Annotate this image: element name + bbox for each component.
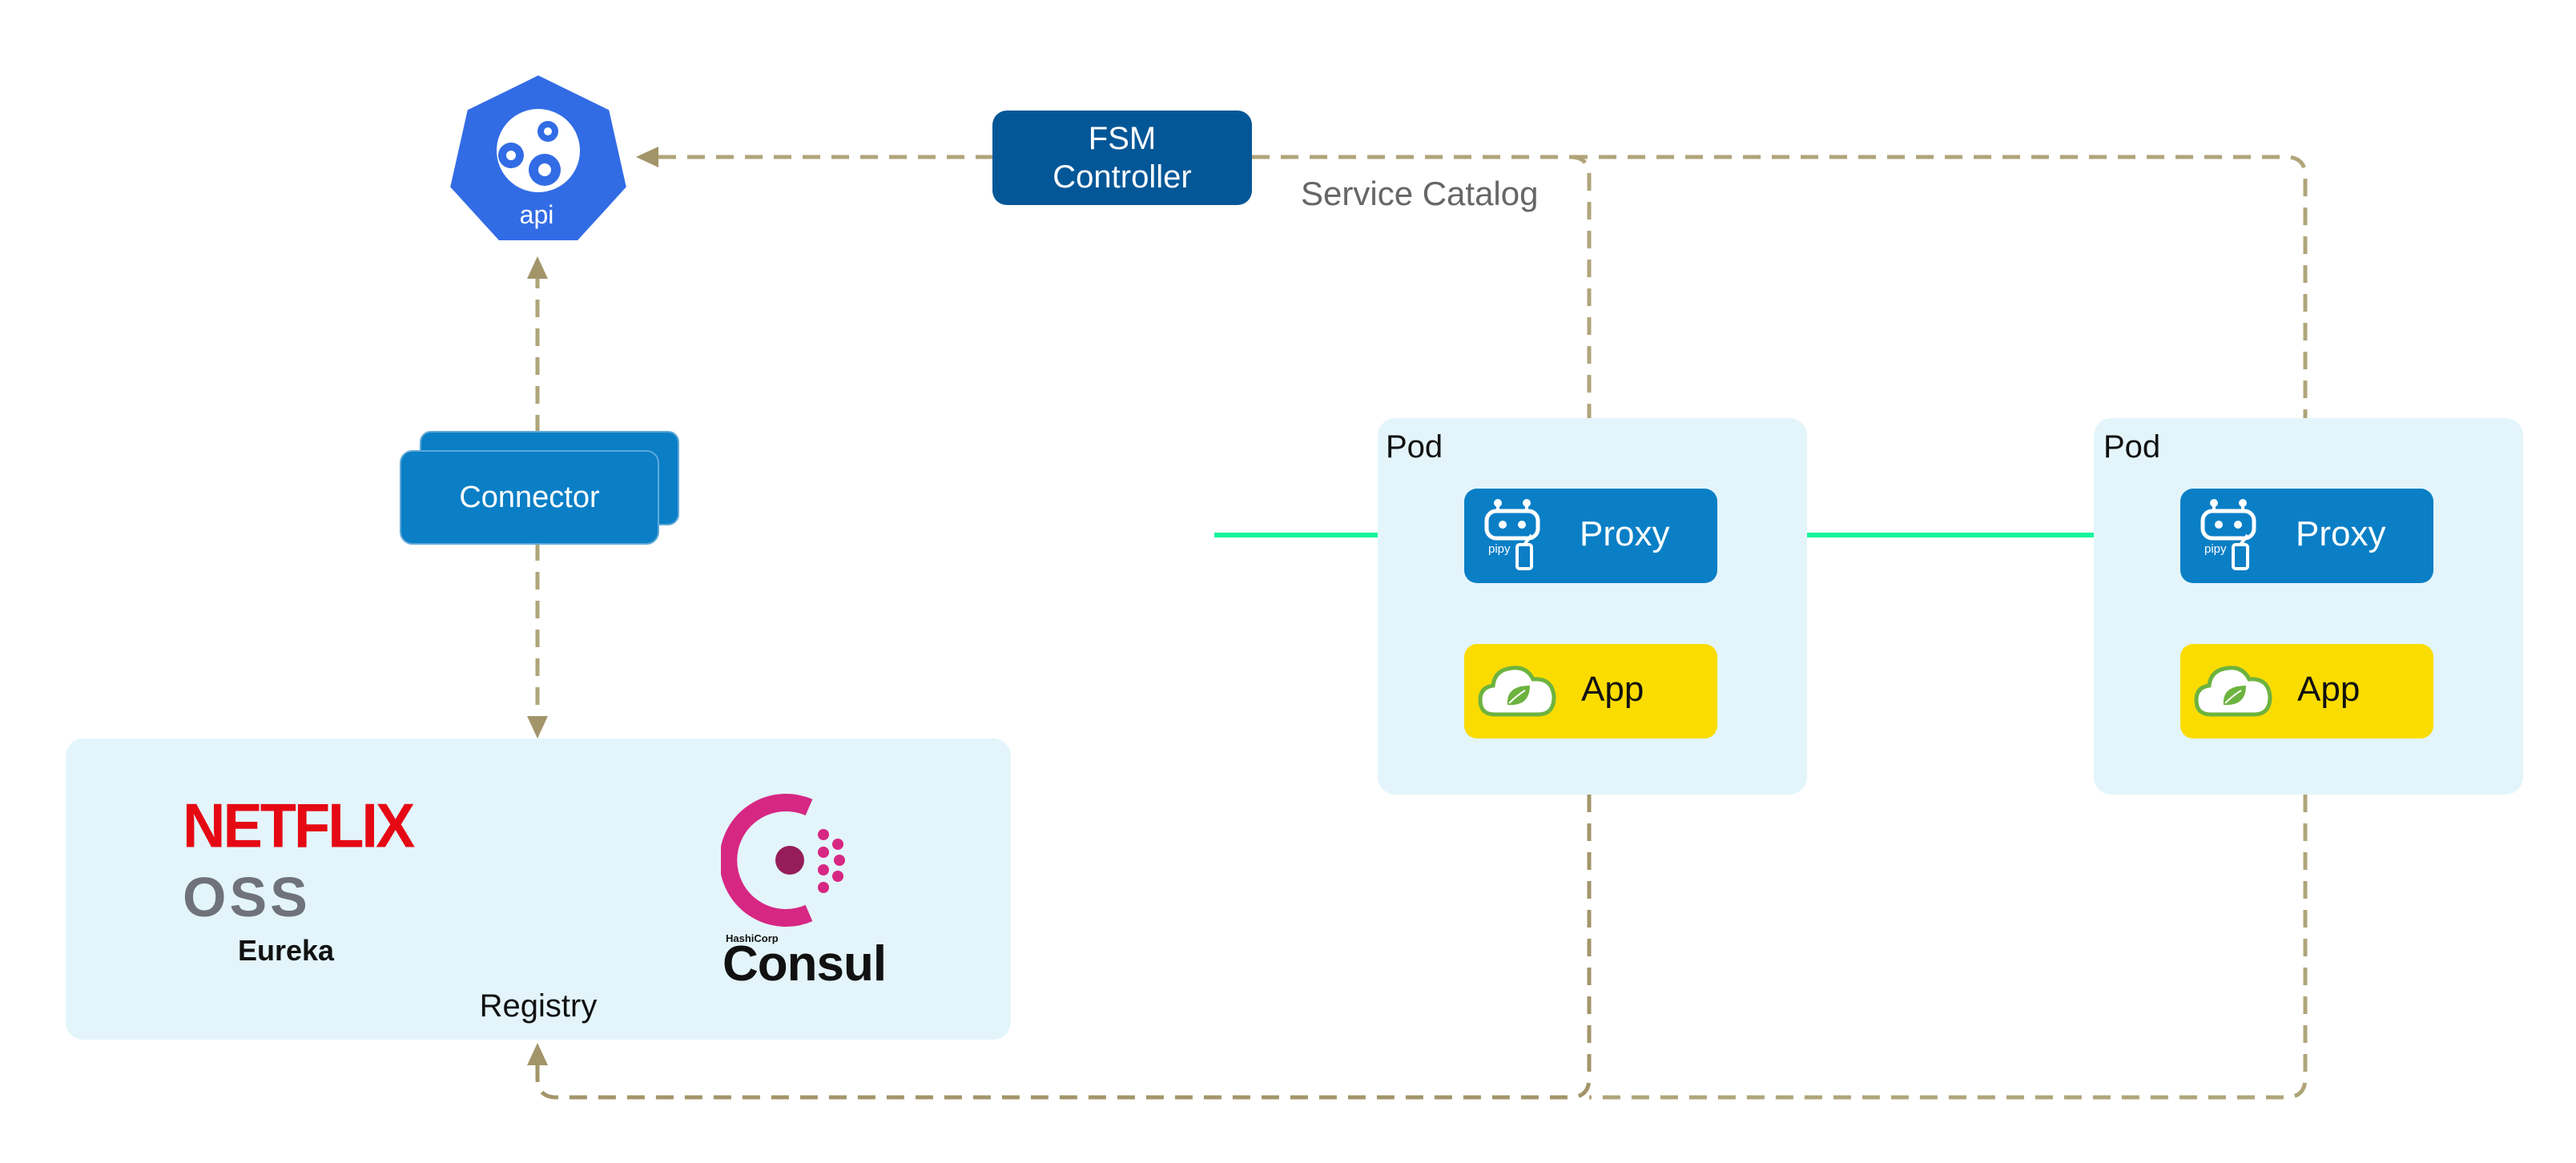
pipy-robot-icon: pipy (1484, 499, 1540, 570)
pod-2-proxy-node[interactable]: pipy Proxy (2180, 489, 2433, 583)
pod-2-app-label: App (2297, 670, 2361, 709)
fsm-controller-label-line2: Controller (1053, 159, 1192, 195)
registry-container[interactable] (66, 738, 1011, 1040)
fsm-controller-node[interactable]: FSM Controller (992, 111, 1252, 205)
edge-fsm-to-pod2-proxy (1570, 155, 2316, 489)
edge-pod1-app-to-registry (527, 737, 1592, 1100)
spring-cloud-icon (2194, 666, 2272, 717)
spring-cloud-icon (1478, 666, 1556, 717)
hashicorp-label: HashiCorp (726, 932, 779, 944)
pipy-text: pipy (2204, 542, 2227, 556)
pod-1-proxy-node[interactable]: pipy Proxy (1464, 489, 1717, 583)
netflix-logo: NETFLIX (183, 790, 415, 861)
pod-2-label: Pod (2103, 429, 2161, 465)
pod-1-label: Pod (1386, 429, 1443, 465)
connector-node[interactable]: Connector (400, 450, 659, 545)
api-label: api (519, 200, 554, 229)
oss-logo: OSS (183, 866, 311, 928)
pod-1-proxy-label: Proxy (1580, 514, 1670, 553)
consul-label: Consul (722, 936, 887, 992)
fsm-controller-label-line1: FSM (1088, 121, 1157, 156)
edge-pod2-app-to-registry (1589, 737, 2308, 1100)
service-catalog-label: Service Catalog (1301, 175, 1539, 212)
eureka-label: Eureka (237, 934, 335, 967)
pipy-robot-icon: pipy (2200, 499, 2256, 570)
pod-1-app-node[interactable]: App (1464, 644, 1717, 738)
pipy-text: pipy (1488, 542, 1511, 556)
pod-2-app-node[interactable]: App (2180, 644, 2433, 738)
pod-1-app-label: App (1581, 670, 1644, 709)
pod-2-proxy-label: Proxy (2296, 514, 2386, 553)
kubernetes-api-icon (447, 72, 630, 243)
registry-label: Registry (479, 988, 598, 1024)
consul-logo-icon (721, 794, 845, 927)
connector-label: Connector (459, 480, 600, 514)
